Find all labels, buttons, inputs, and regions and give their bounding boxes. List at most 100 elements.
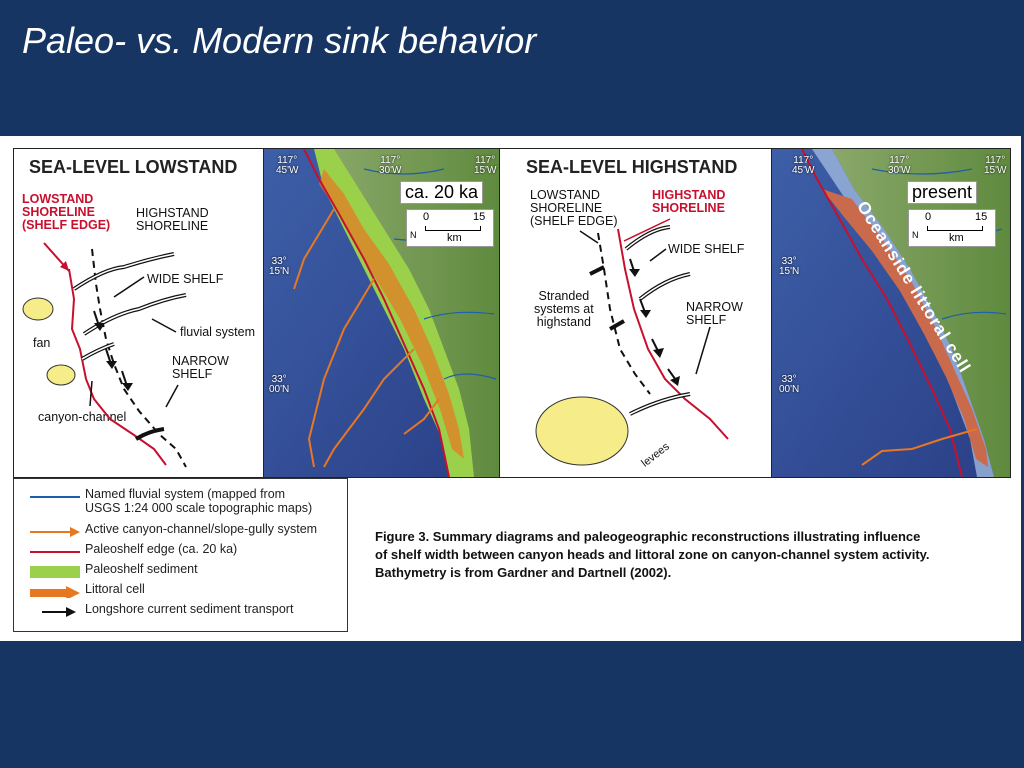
stranded-label: Stranded systems at highstand	[534, 289, 594, 329]
present-fluvial-3	[941, 311, 1007, 320]
lowstand-map: 117°45'W 117°30'W 117°15'W 33°15'N 33°00…	[263, 148, 501, 478]
present-north-label: N	[912, 230, 919, 240]
caption-line-3: Bathymetry is from Gardner and Dartnell …	[375, 565, 672, 580]
present-age-label: present	[907, 181, 978, 204]
hs-longshore-head-1	[629, 269, 640, 277]
scale-line	[425, 226, 481, 231]
lowstand-diagram: SEA-LEVEL LOWSTAND LOWSTAND SHORELINE (S…	[13, 148, 265, 478]
hs-narrow-pointer	[695, 326, 711, 375]
highstand-title: SEA-LEVEL HIGHSTAND	[526, 157, 738, 177]
narrow-shelf-label: NARROW SHELF	[172, 354, 229, 381]
hs-river-1-inner	[625, 226, 671, 250]
present-scale-min: 0	[925, 211, 932, 223]
present-fluvial-1	[871, 168, 973, 175]
narrow-shelf-pointer	[165, 384, 179, 408]
pink-line-icon	[30, 551, 80, 553]
slide-title: Paleo- vs. Modern sink behavior	[22, 20, 537, 61]
legend-item-littoral-cell: Littoral cell	[14, 582, 347, 600]
legend-item-longshore: Longshore current sediment transport	[14, 602, 347, 620]
highstand-lowstand-shoreline-label: LOWSTAND SHORELINE (SHELF EDGE)	[530, 188, 618, 228]
present-scale-unit: km	[949, 232, 964, 244]
present-lon-label-1: 117°45'W	[792, 155, 815, 176]
hs-levee-channel-inner	[629, 393, 691, 415]
paleoshelf-edge	[303, 149, 450, 477]
lowstand-pointer	[579, 230, 599, 244]
fluvial-4	[443, 373, 497, 380]
black-arrow-icon	[42, 607, 76, 617]
fan-lower	[46, 364, 76, 386]
longshore-arrowhead-2	[106, 361, 117, 369]
canyon-4	[403, 398, 440, 435]
wide-shelf-label: WIDE SHELF	[147, 272, 224, 286]
legend-item-paleoshelf-edge: Paleoshelf edge (ca. 20 ka)	[14, 542, 347, 560]
fan-label: fan	[33, 336, 51, 350]
hs-levee-channel	[629, 392, 691, 416]
canyon-1	[293, 208, 335, 290]
lat-label-1: 33°15'N	[269, 256, 290, 277]
fluvial-pointer	[151, 318, 177, 333]
lat-label-2: 33°00'N	[269, 374, 290, 395]
lowstand-shoreline-label: LOWSTAND SHORELINE (SHELF EDGE)	[22, 192, 111, 232]
fluvial-3	[423, 311, 495, 320]
caption-line-2: of shelf width between canyon heads and …	[375, 547, 930, 562]
lowstand-title: SEA-LEVEL LOWSTAND	[29, 157, 238, 177]
figure-caption: Figure 3. Summary diagrams and paleogeog…	[375, 528, 1020, 582]
lon-label-2: 117°30'W	[379, 155, 402, 176]
figure-panel: SEA-LEVEL LOWSTAND LOWSTAND SHORELINE (S…	[0, 136, 1021, 641]
orange-arrow-icon	[30, 527, 80, 537]
canyon-channel-pointer	[89, 380, 93, 407]
present-lat-label-2: 33°00'N	[779, 374, 800, 395]
lowstand-arrowhead	[60, 261, 69, 271]
present-lon-label-2: 117°30'W	[888, 155, 911, 176]
present-lon-label-3: 117°15'W	[984, 155, 1007, 176]
present-lat-label-1: 33°15'N	[779, 256, 800, 277]
highstand-shoreline-label: HIGHSTAND SHORELINE	[652, 188, 726, 215]
present-paleoshelf-edge	[801, 149, 963, 477]
scale-bar: 0 15 km N	[406, 209, 494, 247]
green-fill-icon	[30, 566, 80, 578]
highstand-shoreline-red	[617, 228, 729, 440]
present-map: 117°45'W 117°30'W 117°15'W 33°15'N 33°00…	[771, 148, 1011, 478]
lowstand-dashed	[597, 232, 651, 395]
present-littoral-cell	[822, 189, 988, 467]
scale-min: 0	[423, 211, 430, 223]
highstand-fan	[535, 396, 629, 466]
river-1	[72, 252, 175, 291]
fluvial-line-icon	[30, 496, 80, 498]
river-1-inner	[73, 253, 175, 290]
hs-longshore-head-2	[640, 310, 651, 318]
longshore-arrowhead-3	[122, 383, 133, 391]
highstand-diagram: SEA-LEVEL HIGHSTAND LOWSTAND SHORELINE (…	[499, 148, 773, 478]
lowstand-shoreline-line	[68, 268, 167, 466]
wide-shelf-pointer	[113, 276, 145, 298]
hs-river-2	[638, 272, 691, 301]
highstand-dashed-line	[91, 248, 187, 468]
highstand-shoreline-pointer	[623, 218, 671, 242]
hs-stranded-1	[589, 265, 605, 276]
legend-item-paleoshelf-sediment: Paleoshelf sediment	[14, 562, 347, 580]
canyon-channel-label: canyon-channel	[38, 410, 127, 424]
present-scale-line	[927, 226, 983, 231]
fluvial-1	[363, 168, 445, 175]
highstand-schematic	[535, 218, 729, 466]
lon-label-1: 117°45'W	[276, 155, 299, 176]
longshore-arrowhead-1	[94, 323, 105, 331]
highstand-wide-shelf-label: WIDE SHELF	[668, 242, 745, 256]
hs-wide-pointer	[649, 248, 667, 262]
north-arrow-label: N	[410, 230, 417, 240]
present-scale-bar: 0 15 km N	[908, 209, 996, 247]
river-3-inner	[81, 343, 115, 360]
lowstand-schematic	[22, 242, 187, 468]
hs-river-2-inner	[639, 273, 691, 300]
legend-item-canyon: Active canyon-channel/slope-gully system	[14, 522, 347, 540]
scale-unit: km	[447, 232, 462, 244]
hs-longshore-head-3	[653, 348, 664, 358]
lon-label-3: 117°15'W	[474, 155, 497, 176]
highstand-narrow-shelf-label: NARROW SHELF	[686, 300, 743, 327]
fan-upper	[22, 297, 54, 321]
canyon-3	[323, 348, 415, 468]
hs-stranded-2	[609, 319, 625, 331]
hs-longshore-head-4	[670, 376, 680, 386]
